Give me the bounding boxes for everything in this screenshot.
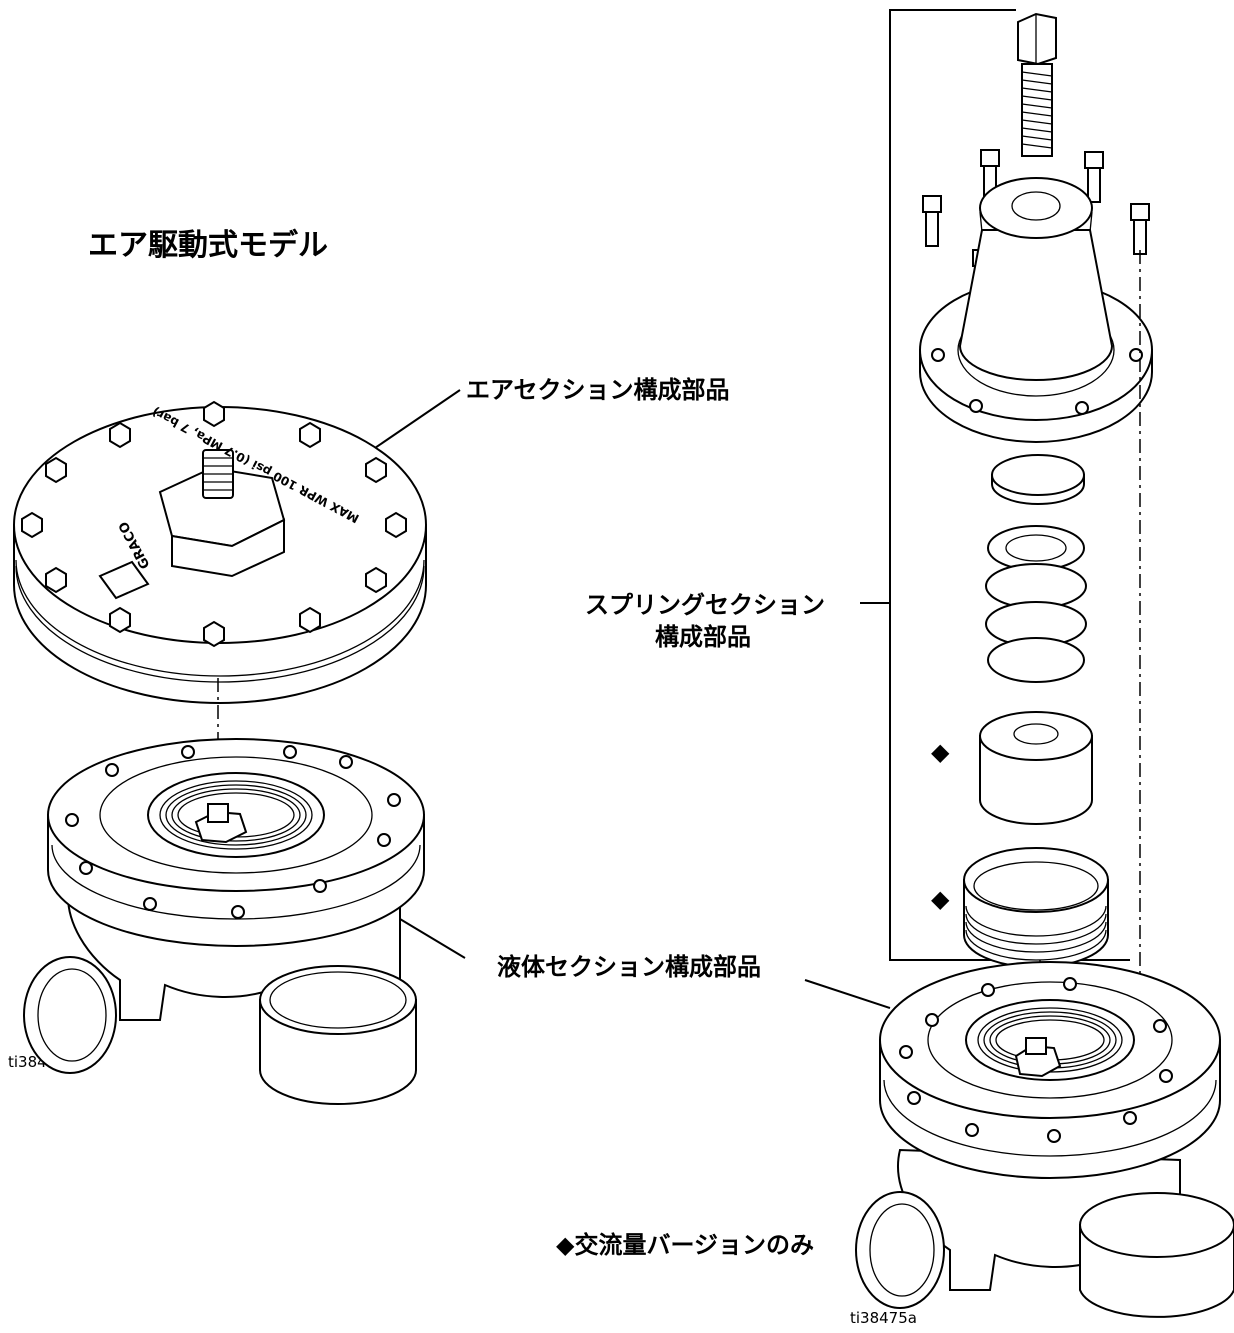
spring-seat <box>979 711 1093 825</box>
leader-lines <box>371 389 891 1009</box>
fluid-bolt-holes-left <box>65 745 401 919</box>
cover-bolt-heads <box>21 400 407 648</box>
air-section-cover: GRACO MAX WPR 100 psi (0.7 MPa, 7 bar) <box>13 404 427 704</box>
fluid-section-left <box>23 738 425 1105</box>
spring-section-label-line1: スプリングセクション <box>585 591 825 619</box>
spring-housing <box>919 177 1153 443</box>
spring-section-label-line2: 構成部品 <box>655 623 751 651</box>
marker-diamond-2: ◆ <box>931 885 950 913</box>
diagram-title: エア駆動式モデル <box>88 228 328 263</box>
spring-plate <box>991 454 1085 505</box>
figure-id-right: ti38475a <box>850 1309 917 1327</box>
footnote-label: ◆交流量バージョンのみ <box>556 1231 814 1259</box>
coil-spring <box>985 525 1087 683</box>
adjusting-screw <box>1017 12 1057 157</box>
air-section-label: エアセクション構成部品 <box>466 376 730 404</box>
threaded-ring <box>963 847 1109 968</box>
fluid-section-label: 液体セクション構成部品 <box>497 953 761 981</box>
fluid-bolt-holes-right <box>899 977 1173 1143</box>
fluid-section-right <box>855 961 1234 1318</box>
marker-diamond-1: ◆ <box>931 738 950 766</box>
